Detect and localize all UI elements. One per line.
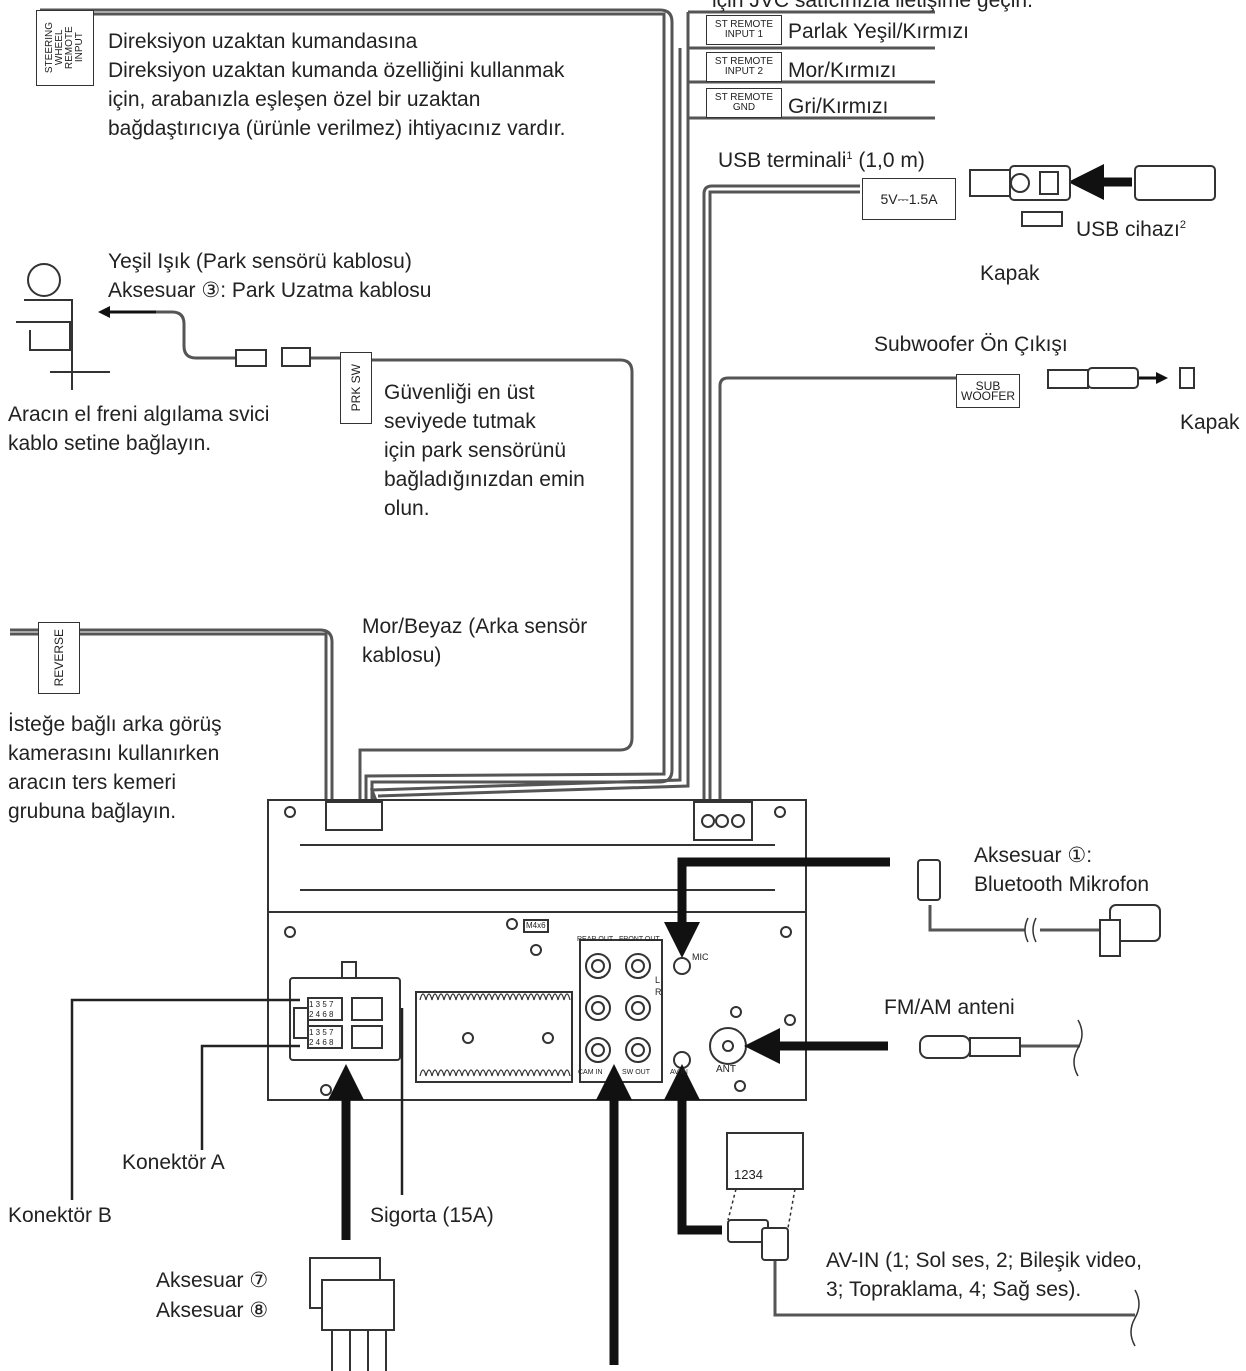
prk-sw-cable (358, 358, 634, 806)
connector-pins-row1b: 1 3 5 7 (309, 1028, 334, 1037)
right-channel-label: R (655, 987, 662, 997)
parking-safety-note: Güvenliği en üst seviyede tutmak için pa… (384, 381, 585, 520)
fuse-label: Sigorta (15A) (370, 1204, 494, 1227)
accessory-7-label: Aksesuar ⑦ (156, 1269, 269, 1292)
st-remote-gnd-label: ST REMOTE GND (706, 88, 782, 118)
connector-a-label: Konektör A (122, 1151, 225, 1174)
av-in-jack-label: AV IN (670, 1069, 688, 1076)
st-remote-input2-label: ST REMOTE INPUT 2 (706, 52, 782, 82)
st-remote-input2-color: Mor/Kırmızı (788, 59, 897, 82)
usb-rating-box: 5V⎓1.5A (862, 178, 956, 220)
subwoofer-label: SUB WOOFER (956, 374, 1020, 408)
av-in-description: AV-IN (1; Sol ses, 2; Bileşik video, 3; … (826, 1249, 1142, 1301)
accessory-8-label: Aksesuar ⑧ (156, 1299, 269, 1322)
sub-cable (718, 376, 960, 815)
connector-pins-row2b: 2 4 6 8 (309, 1038, 334, 1047)
mic-label: Aksesuar ①: Bluetooth Mikrofon (974, 844, 1150, 896)
header-clip-text: için JVC satıcınızla iletişime geçin. (712, 0, 1033, 12)
sw-out-label: SW OUT (622, 1069, 650, 1076)
connector-pins-row2: 2 4 6 8 (309, 1010, 334, 1019)
reverse-cable (10, 628, 334, 806)
prk-sw-label: PRK SW (340, 352, 372, 424)
rear-out-label: REAR OUT (577, 936, 614, 943)
st-remote-input1-color: Parlak Yeşil/Kırmızı (788, 20, 969, 43)
st-remote-gnd-color: Gri/Kırmızı (788, 95, 889, 118)
reverse-wire-text: Mor/Beyaz (Arka sensör kablosu) (362, 615, 588, 667)
reverse-label: REVERSE (38, 622, 80, 694)
connector-pins-row1: 1 3 5 7 (309, 1000, 334, 1009)
steering-wheel-label: STEERING WHEEL REMOTE INPUT (36, 10, 94, 86)
cam-in-label: CAM IN (578, 1069, 603, 1076)
head-unit (267, 799, 807, 1101)
subwoofer-cap-label: Kapak (1180, 411, 1240, 434)
brake-switch-note: Aracın el freni algılama svici kablo set… (8, 403, 270, 455)
usb-terminal-label: USB terminali1 (1,0 m) (718, 149, 925, 172)
usb-device-label: USB cihazı2 (1076, 218, 1186, 241)
mic-jack-label: MIC (692, 952, 709, 962)
screw-label: M4x6 (526, 921, 546, 930)
connector-b-label: Konektör B (8, 1204, 112, 1227)
st-remote-cable (369, 48, 682, 807)
reverse-note: İsteğe bağlı arka görüş kamerasını kulla… (8, 713, 222, 823)
av-in-pin-numbers: 1234 (734, 1167, 763, 1182)
st-remote-input1-label: ST REMOTE INPUT 1 (706, 15, 782, 45)
usb-cap-label: Kapak (980, 262, 1040, 285)
usb-cable (702, 184, 860, 815)
steering-description: Direksiyon uzaktan kumandasına Direksiyo… (108, 30, 566, 140)
subwoofer-title: Subwoofer Ön Çıkışı (874, 333, 1068, 356)
parking-wire-text: Yeşil Işık (Park sensörü kablosu) Aksesu… (108, 250, 432, 302)
antenna-jack-label: ANT (716, 1064, 736, 1075)
front-out-label: FRONT OUT (619, 936, 660, 943)
left-channel-label: L (655, 975, 661, 985)
antenna-label: FM/AM anteni (884, 996, 1015, 1019)
